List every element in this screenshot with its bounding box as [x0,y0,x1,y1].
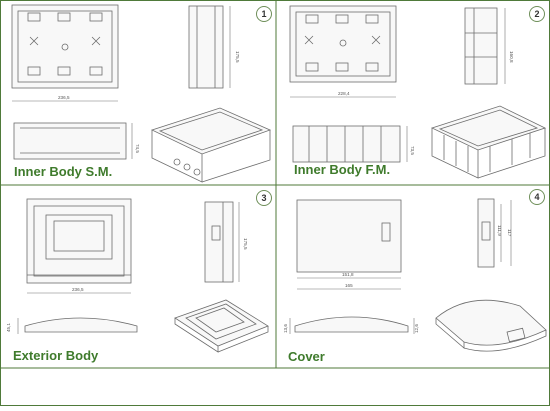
dim-width-outer-4: 165 [345,283,353,288]
front-view-3: 236,5 [26,198,132,294]
dim-width-1: 236,5 [58,95,70,100]
panel-2-drawings: 228,4 160,8 73,5 [289,5,547,179]
panel-3-drawings: 236,5 175,5 45,1 [6,198,269,353]
isometric-view-3 [174,299,269,353]
front-view-1: 236,5 [11,4,119,102]
section-number-badge-3: 3 [256,190,272,206]
section-title-4: Cover [288,349,325,364]
side-view-4: 111,9 117 [477,198,512,268]
panel-1-drawings: 236,5 175,5 74,5 [11,4,272,183]
dim-width-3: 236,5 [72,287,84,292]
bottom-view-2: 73,5 [292,125,415,163]
panel-4-drawings: 151,8 165 111,9 117 13,6 12,6 [283,198,547,352]
dim-height-1: 175,5 [235,51,240,63]
section-number-badge-4: 4 [529,189,545,205]
dim-depth-1: 74,5 [135,144,140,153]
section-number-badge-1: 1 [256,6,272,22]
dim-height-b-4: 117 [507,229,512,237]
side-view-3: 175,5 [204,201,248,283]
section-title-2: Inner Body F.M. [294,162,391,177]
section-title-1: Inner Body S.M. [14,164,113,179]
isometric-view-4 [435,299,547,352]
dim-width-inner-4: 151,8 [342,272,354,277]
bottom-view-4: 13,6 12,6 [283,316,419,334]
front-view-4: 151,8 165 [296,199,402,290]
dim-depth-right-4: 12,6 [414,324,419,333]
isometric-view-2 [430,105,547,179]
dim-height-2: 160,8 [509,51,514,63]
dim-depth-2: 73,5 [410,146,415,155]
section-number-badge-2: 2 [529,6,545,22]
side-view-1: 175,5 [188,5,240,89]
dim-height-3: 175,5 [243,238,248,250]
isometric-view-1 [150,107,272,183]
dim-width-2: 228,4 [338,91,350,96]
side-view-2: 160,8 [464,7,514,85]
dim-depth-left-4: 13,6 [283,324,288,333]
section-title-3: Exterior Body [13,348,99,363]
dim-height-a-4: 111,9 [497,225,502,236]
front-view-2: 228,4 [289,5,397,98]
bottom-view-3: 45,1 [6,317,138,334]
bottom-view-1: 74,5 [13,122,140,160]
dim-depth-3: 45,1 [6,323,11,332]
